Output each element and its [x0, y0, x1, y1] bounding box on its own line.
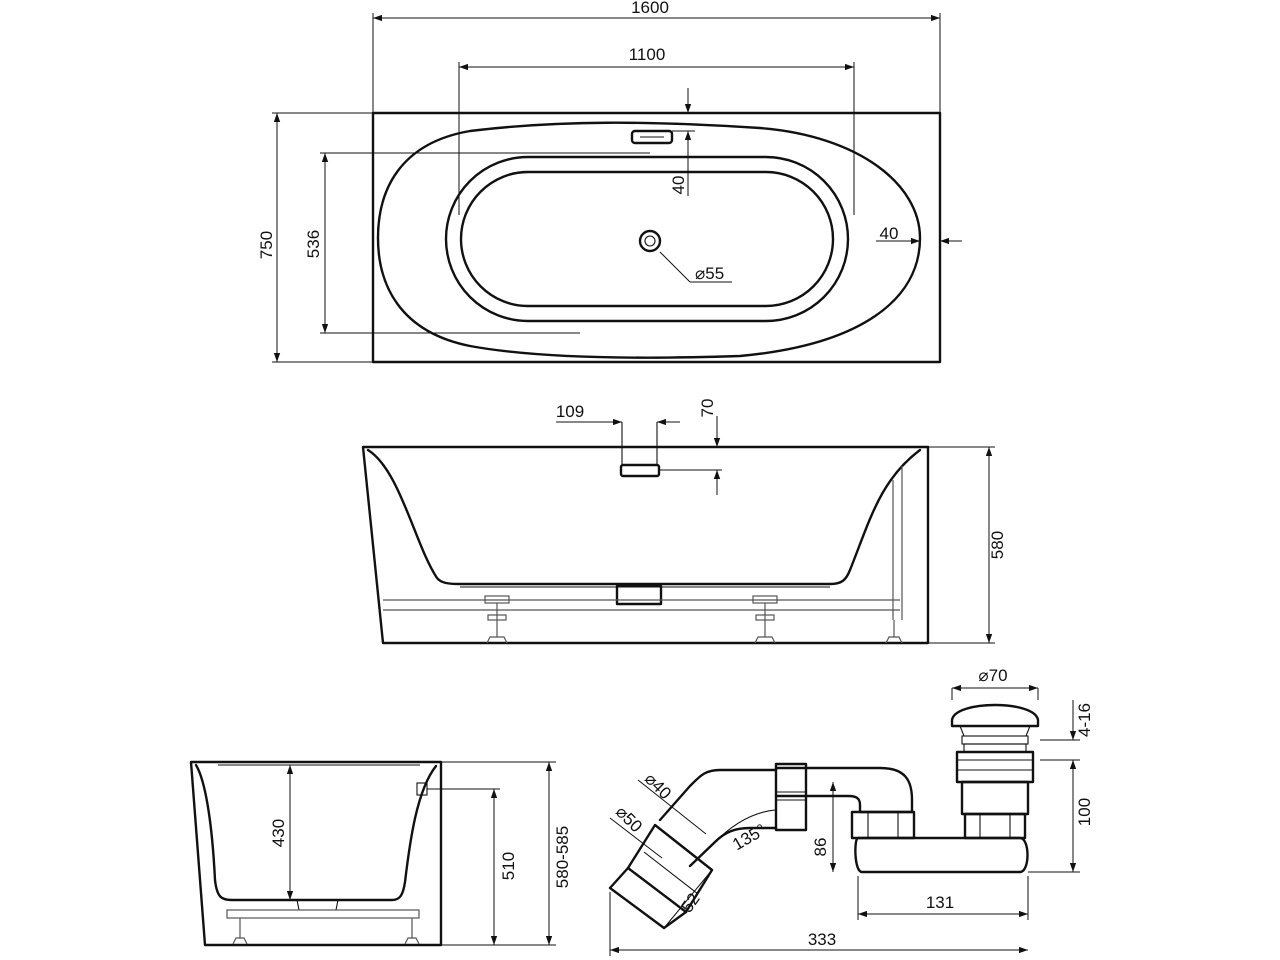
dim-side-height: 580	[988, 531, 1007, 559]
dim-total-length: 333	[808, 930, 836, 949]
dim-end-total-height: 580-585	[553, 826, 572, 888]
end-view: 430 510 580-585	[189, 760, 572, 947]
top-view-basin-inner	[459, 170, 835, 308]
dim-trap-height: 86	[811, 838, 830, 857]
waste-fitting: ⌀70 4-16 100 86 131 333 ⌀40 ⌀50 135°	[608, 666, 1094, 956]
waste-cap	[950, 703, 1040, 728]
side-view-drain	[615, 584, 663, 606]
waste-trap	[854, 836, 1029, 874]
top-view-drain	[638, 229, 662, 253]
dim-adjust-range: 4-16	[1075, 703, 1094, 737]
top-view-outline	[371, 111, 942, 364]
dim-inner-depth: 430	[269, 819, 288, 847]
dim-overall-length: 1600	[631, 0, 669, 17]
dim-pipe-diameter-inner: ⌀50	[612, 802, 646, 836]
dim-end-overflow-height: 510	[499, 852, 518, 880]
dim-pipe-diameter-outer: ⌀40	[641, 769, 675, 803]
dim-overall-width: 750	[257, 231, 276, 259]
dim-overflow-offset: 40	[669, 176, 688, 195]
dim-overflow-height: 70	[698, 399, 717, 418]
top-view-rim	[376, 121, 922, 359]
top-view-basin-outer	[444, 155, 850, 323]
side-view-basin	[366, 448, 922, 586]
dim-inner-length: 1100	[629, 45, 666, 64]
top-view: 1600 1100 750 536 40 40 ⌀55	[257, 0, 962, 364]
dim-drain-diameter: ⌀55	[695, 264, 724, 283]
dim-body-height: 100	[1075, 798, 1094, 826]
side-view: 109 70 580	[361, 399, 1007, 645]
end-view-basin	[194, 763, 438, 902]
top-view-overflow	[630, 129, 674, 145]
dim-rim-offset: 40	[880, 224, 899, 243]
dim-inner-width: 536	[304, 230, 323, 258]
side-view-overflow	[619, 463, 661, 478]
dim-overflow-width: 109	[556, 402, 584, 421]
dim-cap-diameter: ⌀70	[978, 666, 1007, 685]
dim-trap-length: 131	[926, 893, 954, 912]
dim-outlet-length: 52	[677, 890, 703, 916]
